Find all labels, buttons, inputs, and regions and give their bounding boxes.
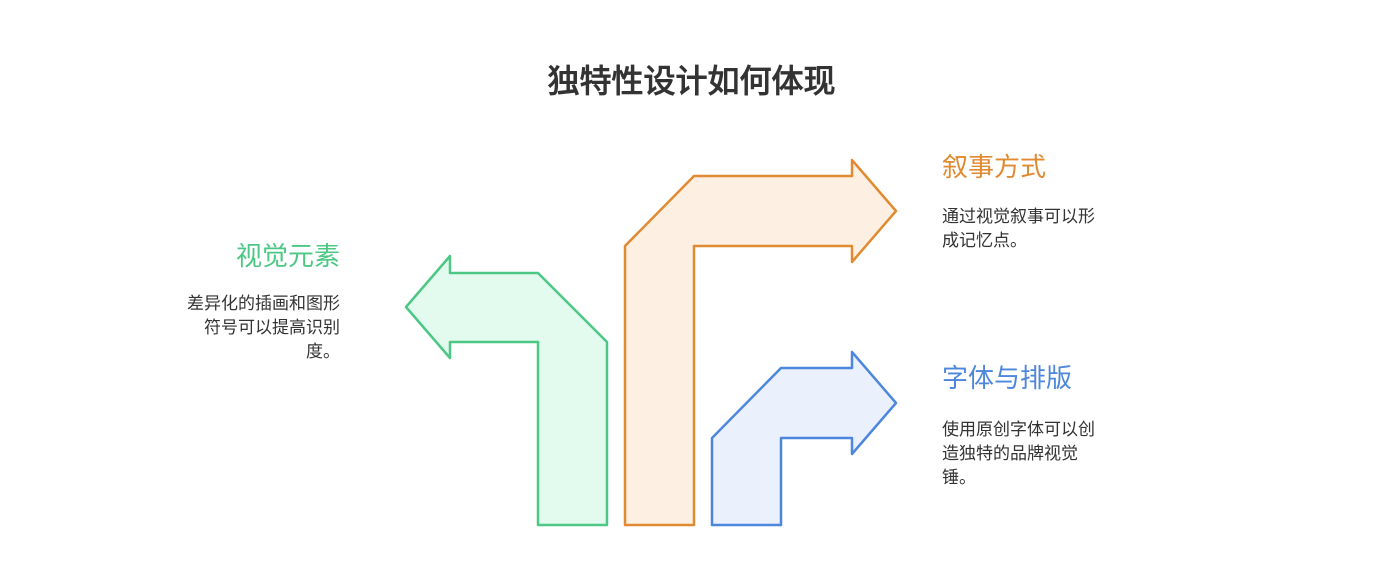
description-line: 造独特的品牌视觉 [942, 444, 1078, 464]
description-line: 符号可以提高识别 [204, 318, 340, 338]
description-line: 锤。 [942, 468, 976, 488]
typography-label: 字体与排版 [942, 364, 1073, 394]
visual-elements-description: 差异化的插画和图形 符号可以提高识别 度。 [120, 292, 340, 364]
blue-arrow [710, 350, 898, 527]
diagram-title: 独特性设计如何体现 [547, 62, 836, 100]
narrative-description: 通过视觉叙事可以形 成记忆点。 [942, 205, 1162, 253]
description-line: 差异化的插画和图形 [187, 294, 340, 314]
visual-elements-label: 视觉元素 [235, 242, 340, 272]
description-line: 通过视觉叙事可以形 [942, 207, 1095, 227]
description-line: 使用原创字体可以创 [942, 420, 1095, 440]
description-line: 成记忆点。 [942, 231, 1027, 251]
narrative-label: 叙事方式 [942, 153, 1047, 183]
typography-description: 使用原创字体可以创 造独特的品牌视觉 锤。 [942, 418, 1162, 490]
description-line: 度。 [306, 342, 340, 362]
green-arrow [404, 254, 609, 527]
orange-arrow [623, 158, 898, 527]
